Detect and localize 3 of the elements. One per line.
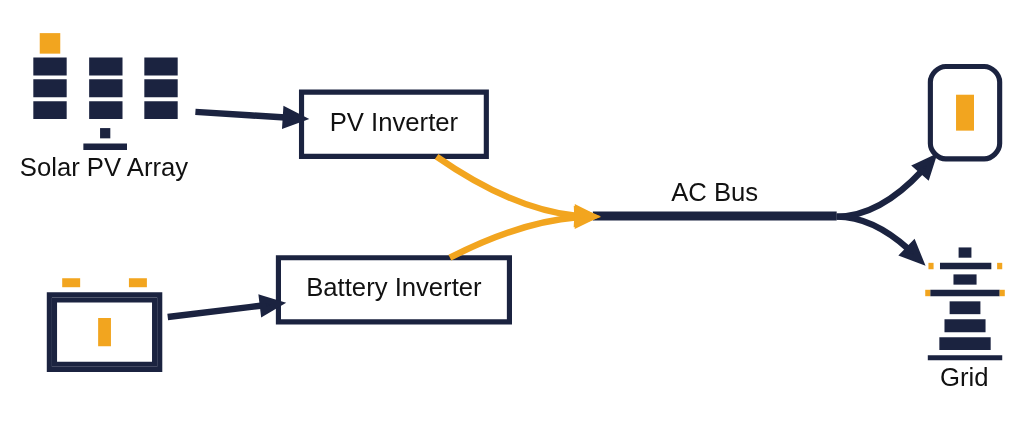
node-label: AC Bus — [671, 178, 759, 207]
node-label: Grid — [939, 363, 989, 392]
node-label: Solar PV Array — [19, 152, 189, 181]
